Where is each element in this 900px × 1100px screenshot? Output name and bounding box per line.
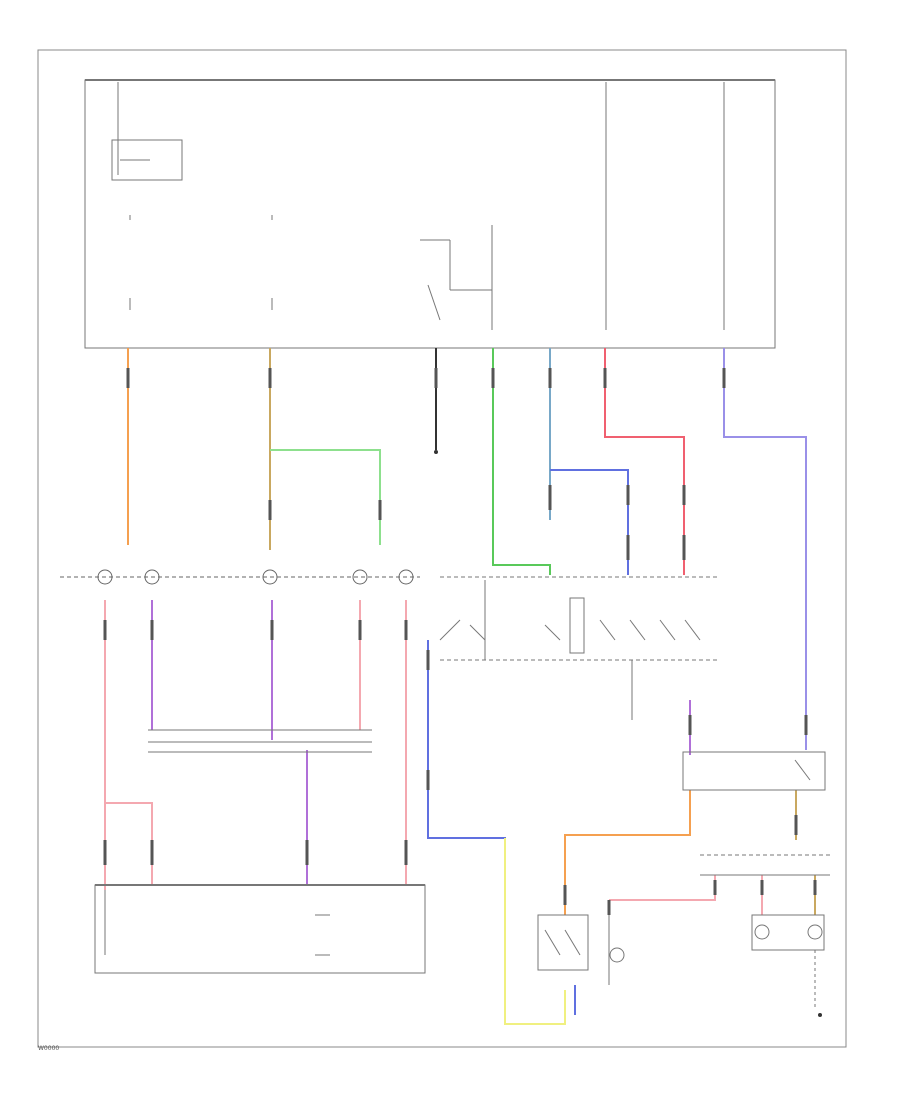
- wire-lavender: [723, 348, 807, 750]
- lamp-7: [754, 924, 770, 940]
- wire-orange-2: [564, 790, 691, 915]
- lamp-2: [144, 569, 160, 585]
- diagram-id: W0000: [38, 1045, 60, 1052]
- control-unit-internals: [104, 890, 330, 956]
- wire-red: [604, 348, 685, 575]
- connector-pins: [103, 368, 817, 915]
- wire-pink-2: [105, 802, 153, 885]
- wire-lightgreen: [270, 449, 381, 545]
- wire-yellow: [504, 838, 566, 1025]
- bottom-right-components: [537, 854, 830, 1010]
- lamp-1: [97, 569, 113, 585]
- fuse-box-internals: [111, 82, 725, 330]
- wire-blue: [550, 469, 629, 575]
- lamp-3: [262, 569, 278, 585]
- lamp-5: [398, 569, 414, 585]
- relay-box: [682, 751, 826, 791]
- combination-switch: [439, 576, 720, 720]
- lamp-4: [352, 569, 368, 585]
- splice-bar: [148, 729, 372, 753]
- wires: [104, 348, 816, 1025]
- ground-symbols: [434, 450, 822, 1017]
- wire-pink-5: [609, 875, 716, 901]
- wire-blue-2: [427, 640, 565, 1025]
- lamp-8: [807, 924, 823, 940]
- lamp-sockets: [60, 569, 420, 585]
- lamp-6: [609, 947, 625, 963]
- wire-green: [492, 348, 551, 575]
- fuse-box: [84, 79, 776, 349]
- control-unit-box: [94, 884, 426, 974]
- outer-frame: [37, 49, 847, 1048]
- relay-contact: [794, 759, 811, 781]
